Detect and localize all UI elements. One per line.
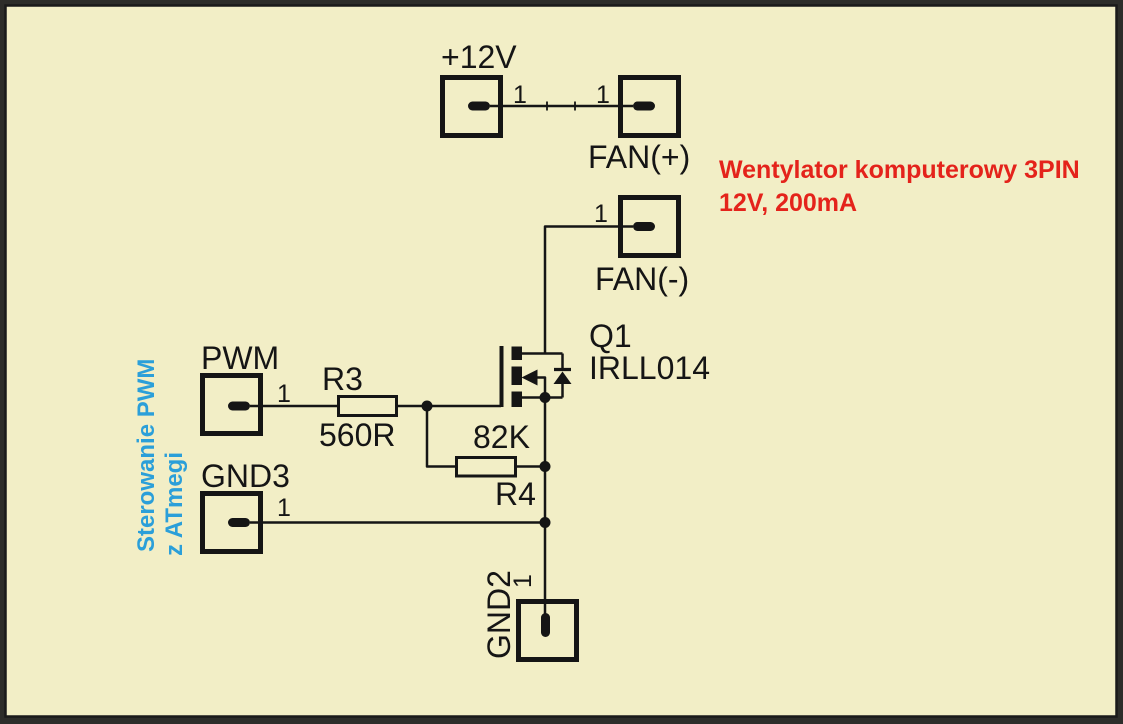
pin-number-pwm: 1 xyxy=(277,380,291,408)
label-plus12v: +12V xyxy=(441,39,517,75)
mosfet-channel-bar xyxy=(511,346,522,360)
pin-number-gnd3: 1 xyxy=(277,494,291,522)
pin-number-fanplus: 1 xyxy=(596,81,610,109)
label-q1-part: IRLL014 xyxy=(589,350,710,386)
mosfet-channel-bar xyxy=(511,366,522,385)
wire-gate-node-to-r4 xyxy=(425,406,457,468)
pin-pill-icon xyxy=(228,518,250,527)
label-gnd2: GND2 xyxy=(481,570,517,659)
junction-dot xyxy=(421,400,433,412)
connector-fanminus-box xyxy=(618,195,681,258)
label-fanplus: FAN(+) xyxy=(588,139,690,175)
pin-pill-icon xyxy=(468,101,490,111)
label-r3-designator: R3 xyxy=(322,361,363,397)
resistor-r3-body xyxy=(337,395,398,417)
mosfet-channel-bar xyxy=(511,391,522,407)
pin-pill-icon xyxy=(633,222,655,231)
pin-number-plus12v: 1 xyxy=(513,81,527,109)
connector-plus12v xyxy=(440,75,503,138)
connector-pwm xyxy=(200,373,263,436)
label-fanminus: FAN(-) xyxy=(595,261,689,297)
label-r4-designator: R4 xyxy=(495,476,536,512)
label-r3-value: 560R xyxy=(319,417,396,453)
mosfet-substrate-arrow-icon xyxy=(521,369,538,386)
fan-note-line1: Wentylator komputerowy 3PIN xyxy=(719,156,1080,184)
pin-pill-icon xyxy=(228,401,250,411)
fan-note-line2: 12V, 200mA xyxy=(719,189,857,217)
mosfet-q1-symbol xyxy=(499,346,572,407)
connector-gnd2-box xyxy=(516,599,579,662)
connector-fanminus xyxy=(618,195,681,258)
label-r4-value: 82K xyxy=(473,419,530,455)
label-pwm: PWM xyxy=(201,340,279,376)
junction-dot xyxy=(539,461,551,472)
mosfet-substrate-link xyxy=(536,376,547,398)
junction-dot xyxy=(539,517,551,528)
wire-fanminus-to-drain xyxy=(543,225,633,354)
pin-pill-icon xyxy=(541,613,550,637)
body-diode-triangle-icon xyxy=(553,371,572,384)
connector-plus12v-box xyxy=(440,75,503,138)
pin-number-gnd2: 1 xyxy=(509,574,537,588)
label-q1-designator: Q1 xyxy=(589,318,632,354)
schematic-sheet xyxy=(4,4,1118,718)
connector-pwm-box xyxy=(200,373,263,436)
connector-fanplus-box xyxy=(618,75,681,138)
connector-fanplus xyxy=(618,75,681,138)
label-gnd3: GND3 xyxy=(201,458,290,494)
net-wires xyxy=(250,101,633,614)
connector-gnd3 xyxy=(200,491,263,554)
pin-pill-icon xyxy=(633,101,655,111)
connector-gnd2 xyxy=(516,599,579,662)
control-note-line1: Sterowanie PWM xyxy=(133,359,160,552)
control-note-line2: z ATmegi xyxy=(161,452,188,556)
connector-gnd3-box xyxy=(200,491,263,554)
resistor-r4-body xyxy=(455,456,517,478)
pin-number-fanminus: 1 xyxy=(594,200,608,228)
